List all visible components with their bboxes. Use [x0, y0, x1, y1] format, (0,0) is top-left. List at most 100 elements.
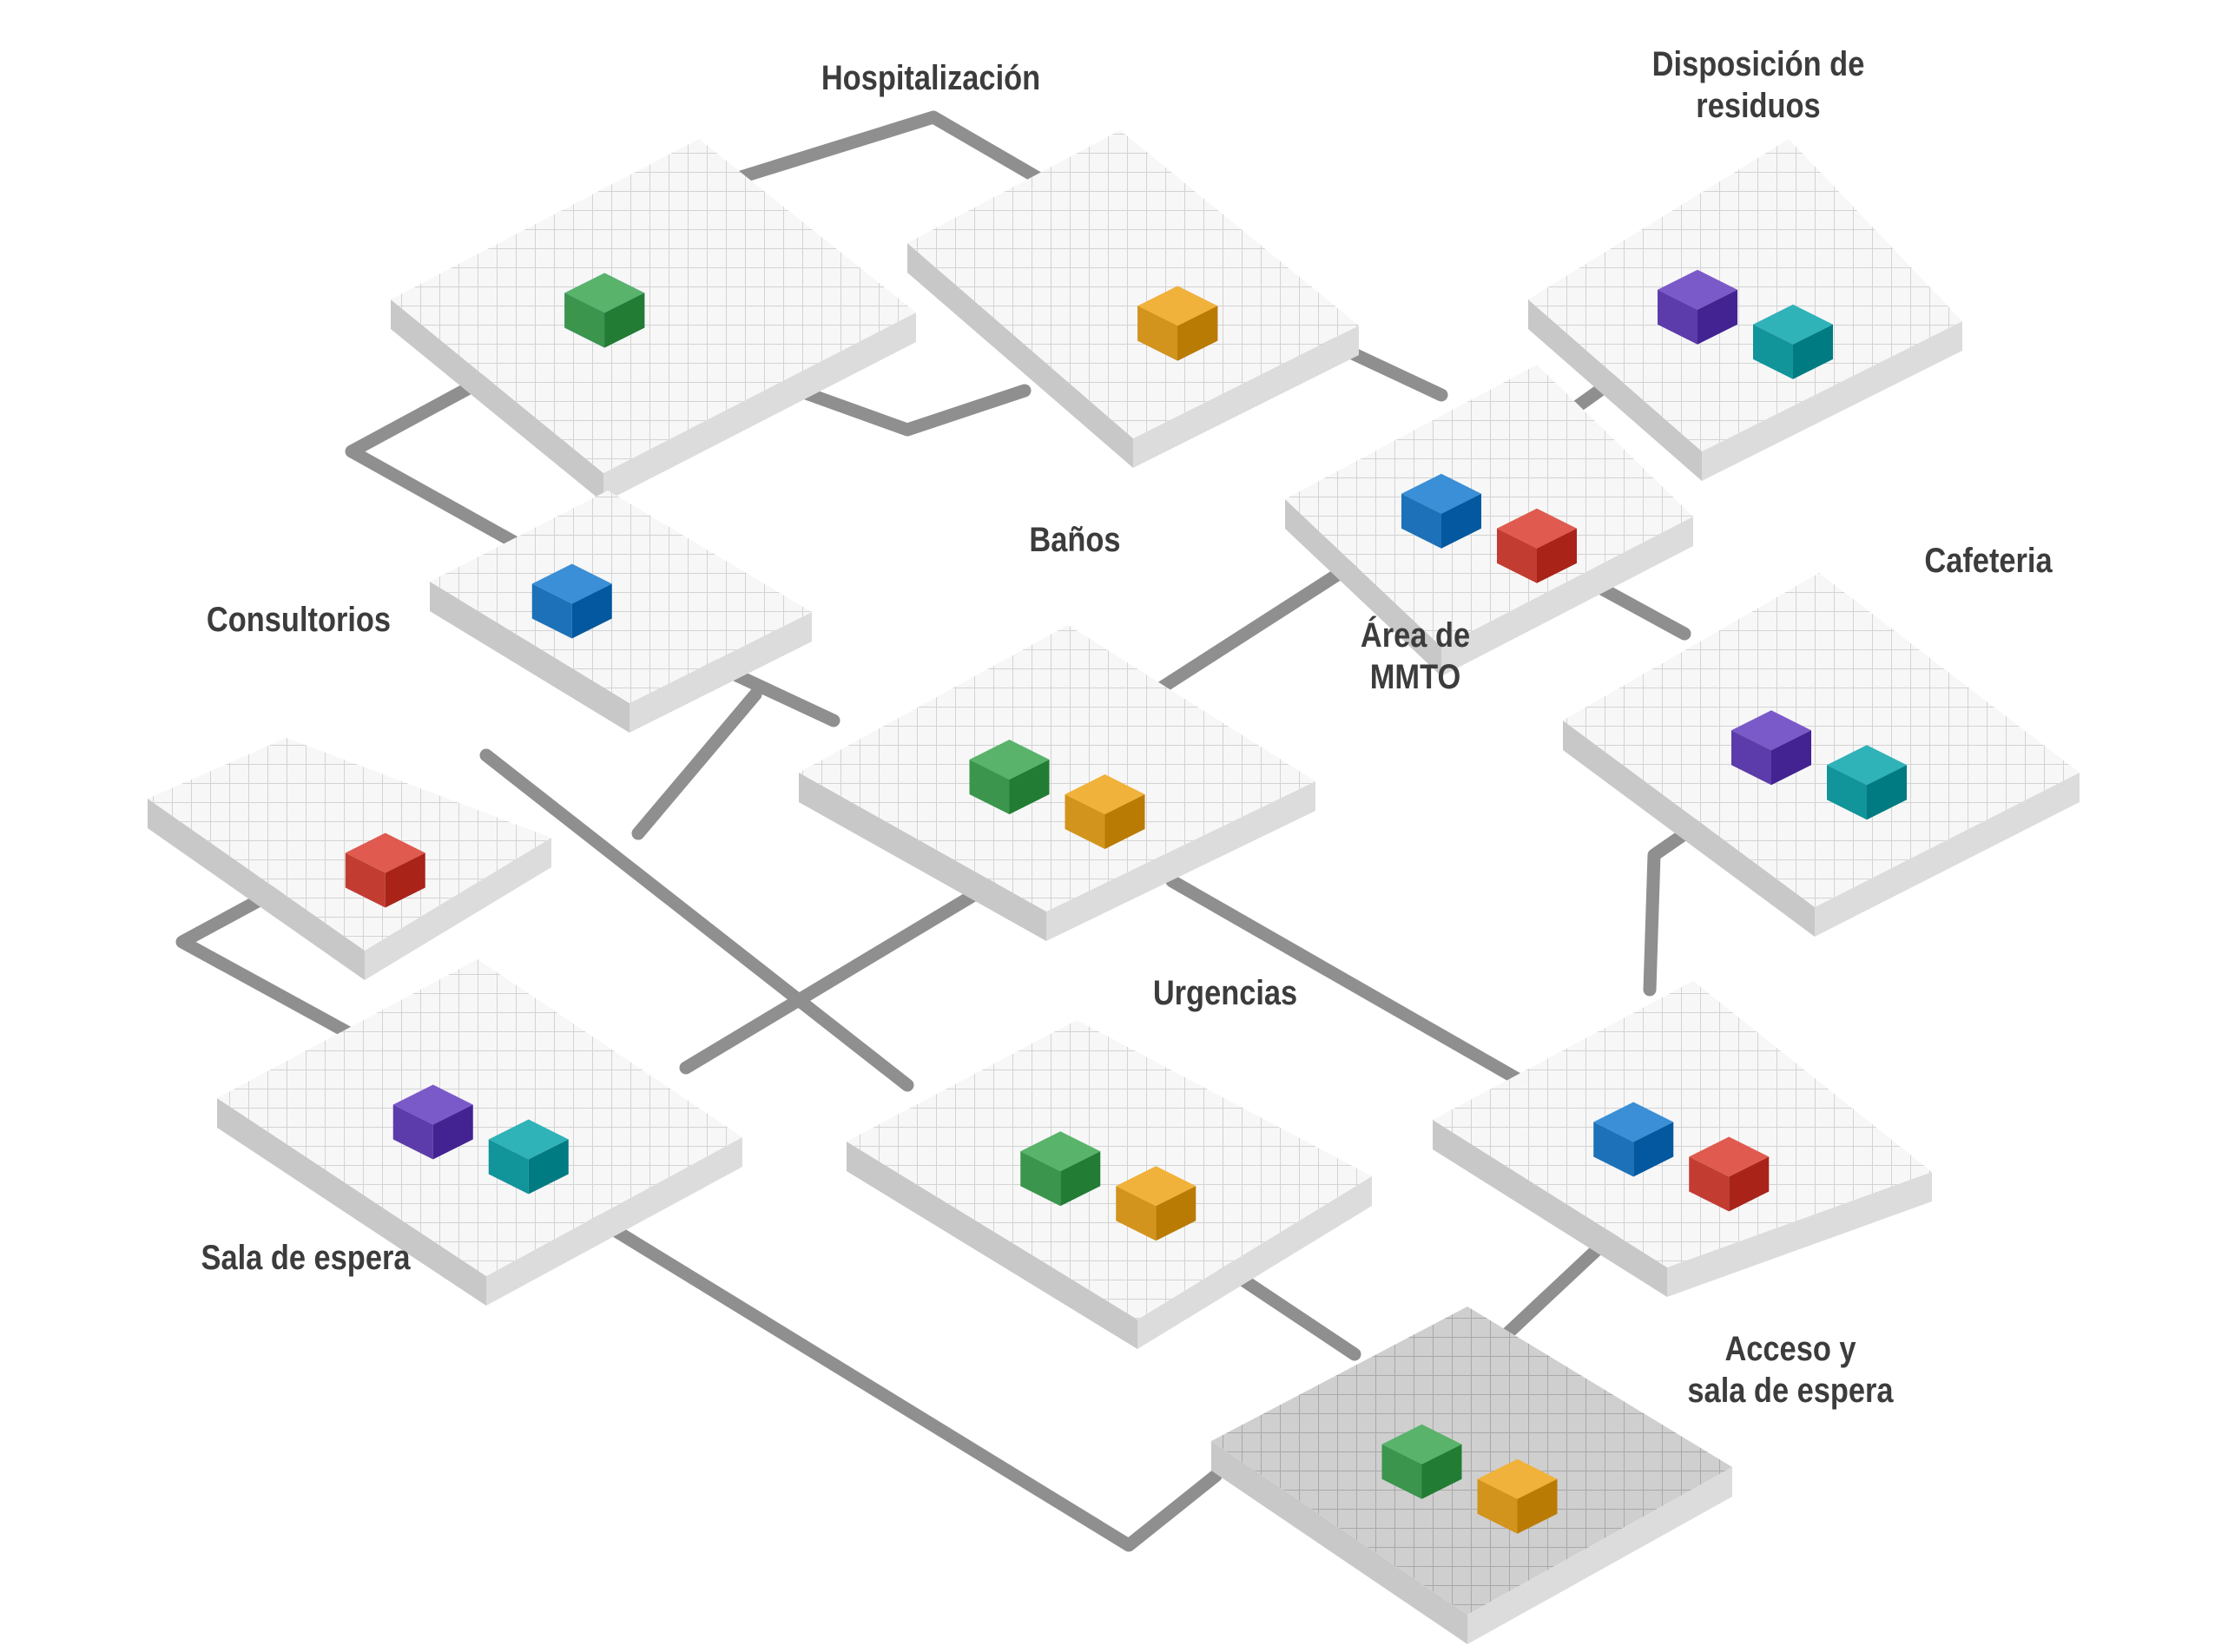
- label-mmto-line2: MMTO: [1369, 658, 1461, 696]
- prop-right: [1060, 1151, 1101, 1207]
- platform-nurse_station: [1433, 981, 1932, 1297]
- dining-table-icon: [1827, 745, 1907, 820]
- platform-floor-grid: [1433, 981, 1932, 1267]
- connector-hosp-bottom: [792, 384, 1032, 437]
- connector-office-down: [631, 688, 762, 840]
- platform-mmto: [1285, 365, 1693, 676]
- platform-side-right: [1702, 321, 1962, 481]
- prop-right: [604, 293, 645, 348]
- platform-side-right: [603, 313, 916, 503]
- prop-left: [1020, 1151, 1061, 1207]
- platform-side-right: [486, 1137, 742, 1306]
- prop-right: [571, 583, 612, 639]
- platform-side-left: [1211, 1441, 1467, 1644]
- waste-container-icon: [1753, 304, 1833, 379]
- cleaning-cart-icon: [1401, 473, 1481, 549]
- platform-side-right: [630, 612, 812, 733]
- nurse-figure-icon: [1116, 1166, 1196, 1241]
- restroom-sign-icon: [1065, 774, 1145, 849]
- prop-left: [1753, 324, 1793, 379]
- label-acceso-sala-espera: Acceso y sala de espera: [1687, 1328, 1893, 1412]
- platform-consultorios: [148, 738, 551, 980]
- platform-disposicion: [1528, 139, 1962, 481]
- prop-right: [1104, 794, 1145, 849]
- prop-left: [1477, 1478, 1518, 1534]
- label-acceso-line2: sala de espera: [1687, 1372, 1894, 1410]
- food-counter-icon: [1731, 710, 1811, 786]
- mri-scanner-icon: [531, 563, 612, 639]
- prop-right: [432, 1104, 473, 1160]
- prop-right: [1517, 1478, 1558, 1534]
- platform-floor-grid: [217, 959, 742, 1276]
- platform-side-right: [1137, 1176, 1372, 1349]
- platform-side-right: [1667, 1172, 1932, 1297]
- waste-bin-icon: [1658, 269, 1737, 345]
- connector-cross-main: [479, 748, 914, 1092]
- platform-side-left: [1528, 299, 1702, 481]
- prop-right: [1177, 306, 1218, 361]
- label-mmto-line1: Área de: [1360, 616, 1471, 655]
- platform-side-right: [1441, 517, 1693, 676]
- prop-right: [1009, 760, 1050, 814]
- platform-cafeteria: [1563, 573, 2080, 937]
- prop-right: [1441, 493, 1481, 549]
- prop-right: [1698, 289, 1737, 345]
- label-hospitalizacion: Hospitalización: [821, 59, 1041, 97]
- platform-side-right: [1815, 773, 2080, 937]
- prop-right: [1537, 528, 1577, 583]
- platform-floor-grid: [1563, 573, 2080, 907]
- platform-floor-grid: [148, 738, 551, 951]
- label-area-mmto: Área de MMTO: [1361, 615, 1470, 698]
- nurse-station-icon: [1593, 1102, 1674, 1177]
- prop-right: [1867, 765, 1907, 820]
- monitor-cart-icon: [1137, 286, 1218, 361]
- prop-left: [969, 760, 1010, 814]
- platform-hospitalizacion: [391, 139, 916, 503]
- platform-side-left: [217, 1098, 486, 1306]
- label-cafeteria: Cafeteria: [1924, 542, 2053, 580]
- connector-banos-nurse: [1165, 874, 1535, 1092]
- office-desk-icon: [345, 833, 425, 908]
- platform-side-left: [907, 243, 1133, 468]
- prop-left: [1401, 493, 1441, 549]
- label-sala-espera: Sala de espera: [201, 1239, 411, 1277]
- ambulance-icon: [1381, 1424, 1462, 1499]
- doctor-figure-icon: [564, 273, 645, 348]
- waiting-bench-icon: [488, 1119, 569, 1195]
- platform-sala_espera: [217, 959, 742, 1306]
- paramedic-stretcher-icon: [1477, 1458, 1558, 1534]
- platform-side-left: [430, 582, 630, 733]
- prop-left: [1689, 1156, 1730, 1212]
- platform-layer: [148, 130, 2080, 1644]
- prop-right: [385, 852, 425, 908]
- label-banos: Baños: [1029, 521, 1121, 559]
- platform-floor-grid: [1285, 365, 1693, 647]
- prop-left: [1731, 730, 1771, 786]
- prop-left: [345, 852, 386, 908]
- prop-left: [1065, 794, 1105, 849]
- reception-desk-icon: [392, 1084, 473, 1160]
- prop-right: [1633, 1122, 1674, 1177]
- platform-consultorios: [430, 490, 812, 733]
- platform-side-right: [1467, 1467, 1732, 1644]
- platform-acceso: [1211, 1306, 1732, 1644]
- prop-right: [1771, 730, 1811, 786]
- prop-left: [1658, 289, 1698, 345]
- platform-side-left: [148, 799, 365, 980]
- toilet-cubicle-icon: [969, 740, 1050, 814]
- prop-left: [1137, 306, 1178, 361]
- prop-right: [1793, 324, 1833, 379]
- label-disposicion-residuos: Disposición de residuos: [1652, 43, 1865, 127]
- platform-floor-grid: [847, 1020, 1372, 1320]
- platform-urgencias: [847, 1020, 1372, 1349]
- prop-left: [392, 1104, 433, 1160]
- label-disposicion-line2: residuos: [1696, 87, 1821, 125]
- platform-side-left: [1563, 721, 1815, 937]
- platform-floor-grid: [1211, 1306, 1732, 1615]
- prop-left: [531, 583, 572, 639]
- platform-floor-grid: [391, 139, 916, 473]
- connector-consult-sala: [175, 879, 372, 1049]
- platform-side-left: [799, 773, 1046, 941]
- platform-side-right: [1046, 781, 1315, 941]
- prop-left: [1497, 528, 1537, 583]
